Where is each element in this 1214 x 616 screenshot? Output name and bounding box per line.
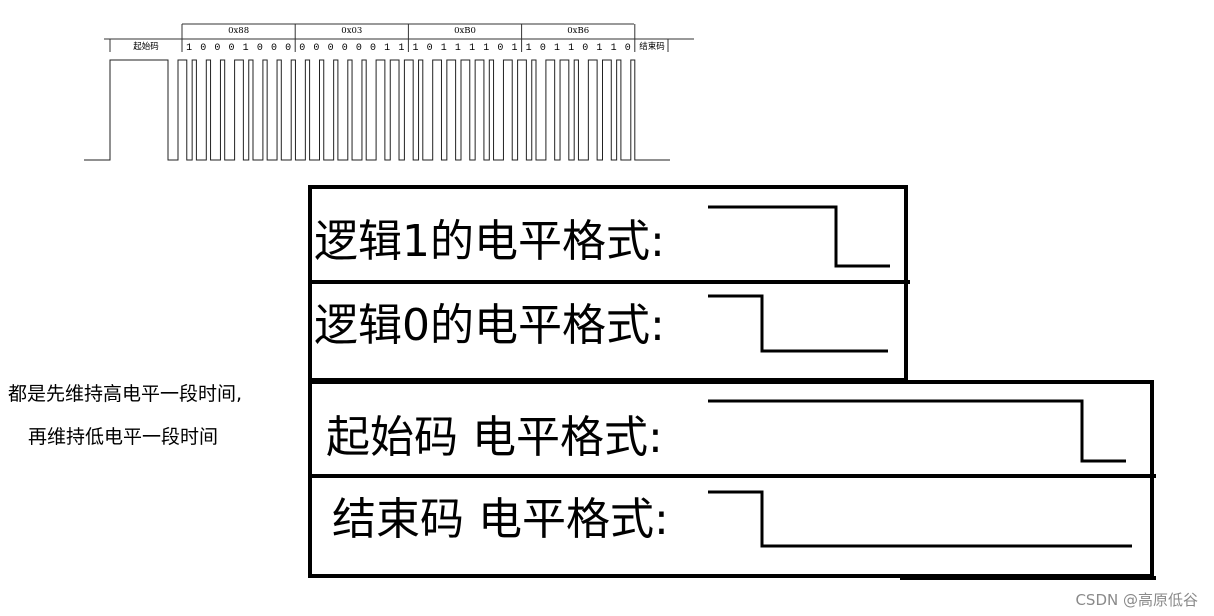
- bit-label: 0: [582, 43, 588, 54]
- bit-label: 0: [497, 43, 503, 54]
- note-line-1: 都是先维持高电平一段时间,: [8, 383, 243, 405]
- bit-label: 0: [540, 43, 546, 54]
- end-code-waveform: [708, 490, 1132, 548]
- end-code-small-label: 结束码: [639, 41, 665, 52]
- bit-label: 0: [427, 43, 433, 54]
- bit-label: 0: [625, 43, 631, 54]
- logic-0-waveform: [708, 294, 888, 353]
- bit-label: 0: [257, 43, 263, 54]
- bit-label: 1: [412, 43, 418, 54]
- byte-hex-label: 0x88: [228, 26, 249, 36]
- bit-label: 1: [611, 43, 617, 54]
- bit-label: 0: [342, 43, 348, 54]
- bit-label: 1: [186, 43, 192, 54]
- bit-label: 1: [441, 43, 447, 54]
- bit-label: 1: [398, 43, 404, 54]
- bit-label: 1: [384, 43, 390, 54]
- start-code-small-label: 起始码: [133, 41, 159, 52]
- timing-waveform-line: [84, 59, 670, 161]
- logic-1-waveform: [708, 205, 890, 268]
- bit-label: 1: [568, 43, 574, 54]
- end-code-label: 结束码 电平格式:: [332, 494, 669, 545]
- bit-label: 1: [455, 43, 461, 54]
- timing-frame: [104, 23, 694, 52]
- bit-label: 0: [370, 43, 376, 54]
- bit-label: 1: [512, 43, 518, 54]
- bit-label: 1: [526, 43, 532, 54]
- bit-label: 0: [285, 43, 291, 54]
- watermark: CSDN @高原低谷: [1075, 591, 1198, 609]
- bit-label: 0: [299, 43, 305, 54]
- bit-label: 0: [214, 43, 220, 54]
- byte-hex-label: 0xB0: [454, 26, 476, 36]
- bit-label: 0: [229, 43, 235, 54]
- logic-0-label: 逻辑0的电平格式:: [314, 300, 665, 351]
- start-code-label: 起始码 电平格式:: [326, 412, 663, 463]
- bit-label: 0: [356, 43, 362, 54]
- bit-label: 1: [596, 43, 602, 54]
- logic-1-label: 逻辑1的电平格式:: [314, 216, 665, 267]
- bit-label: 0: [328, 43, 334, 54]
- bit-label: 0: [200, 43, 206, 54]
- bit-label: 1: [483, 43, 489, 54]
- timing-waveform: [84, 59, 670, 161]
- bit-label: 1: [554, 43, 560, 54]
- bit-label: 1: [469, 43, 475, 54]
- start-code-waveform: [708, 399, 1126, 463]
- byte-hex-label: 0x03: [341, 26, 362, 36]
- lower-box-frame: [308, 380, 1154, 578]
- byte-hex-label: 0xB6: [567, 26, 589, 36]
- bit-label: 1: [243, 43, 249, 54]
- bit-label: 0: [313, 43, 319, 54]
- note-line-2: 再维持低电平一段时间: [28, 426, 219, 448]
- bit-label: 0: [271, 43, 277, 54]
